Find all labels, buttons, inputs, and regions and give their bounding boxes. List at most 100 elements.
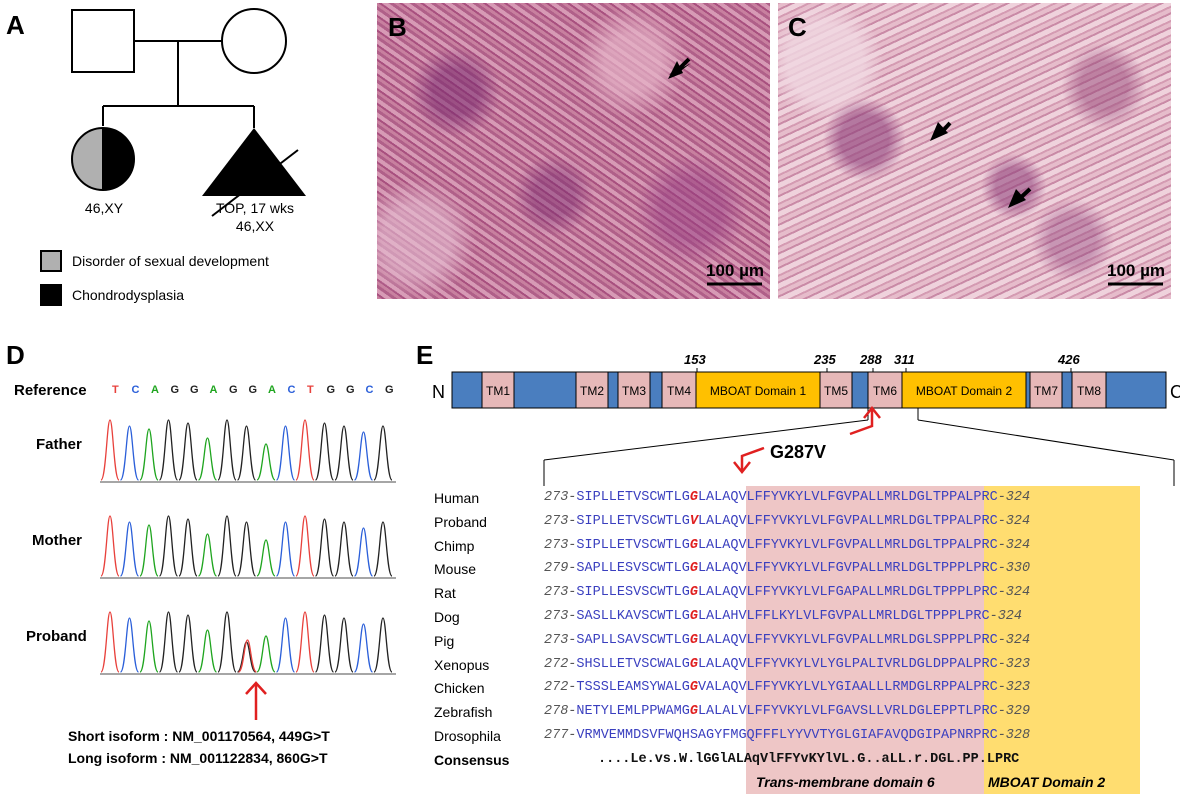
tm6-shading [746,486,984,794]
panel-label-a: A [6,10,25,40]
trace-peak [256,635,276,673]
trace-peak [334,425,354,481]
row-label-father: Father [36,436,82,453]
alignment-mb: MRLDGLTPPALPRC [884,513,998,529]
alignment-end: -323 [997,680,1031,696]
trace-peak [295,611,315,673]
panel-label-e: E [416,340,434,370]
species-label: Zebrafish [434,704,493,721]
alignment-tm: LALAQVLFFYVKYLVLFGVPALL [697,513,885,529]
trace-peak [295,515,315,577]
trace-peak [100,515,120,577]
alignment-mut: G [689,680,698,696]
trace-peak [158,419,179,481]
alignment-tm: LALAHVLFFLKYLVLFGVPALL [697,609,877,624]
alignment-mb: LRMDGLRPPALPRC [884,680,998,696]
alignment-tm: LALAQVLFFYVKYLVLFGVPALL [697,632,885,648]
alignment-pre: SIPLLETVSCWTLG [576,537,690,553]
alignment-end: -324 [997,537,1031,553]
species-label: Chimp [434,537,475,554]
alignment-end: -329 [997,704,1031,720]
alignment-tm: LALAQVLFFYVKYLVLYGLPALI [697,656,885,672]
father-square [71,9,135,73]
trace-peak [119,425,140,481]
row-label-proband: Proband [26,628,87,645]
alignment-start: 272- [544,656,577,672]
alignment-start: 273- [544,609,577,624]
trace-peak [139,428,159,481]
alignment-row: 272-TSSSLEAMSYWALGGVALAQVLFFYVKYLVLYGIAA… [544,680,1030,695]
panel-label-b: B [388,12,407,42]
alignment-pre: SAPLLESVSCWTLG [576,561,690,577]
trace-peak [314,422,335,481]
trace-peak [119,521,140,577]
alignment-start: 278- [544,704,577,720]
trace-peak [314,518,335,577]
reference-base: G [248,384,258,396]
deceased-slash [211,149,299,217]
alignment-start: 279- [544,561,577,577]
trace-peak [217,611,237,673]
reference-base: C [287,384,296,396]
trace-peak [334,521,354,577]
position-288: 288 [859,352,882,367]
reference-base: G [190,384,199,396]
trace-peak [139,524,159,577]
legend-item-chondro: Chondrodysplasia [40,284,184,306]
species-label: Human [434,490,480,506]
chromatogram-traces [100,419,396,675]
alignment-mb: MRLDGLSPPPLPRC [884,632,998,648]
domain-label-mboat2: MBOAT Domain 2 [988,774,1106,790]
alignment-end: -324 [997,490,1031,505]
mutation-label: G287V [770,442,826,462]
trace-peak [178,422,198,481]
alignment-start: 277- [544,728,577,743]
species-label: Chicken [434,680,485,697]
segment-tm6: TM6 [873,384,897,398]
alignment-mb: MRLDGLTPPALPRC [884,490,998,505]
trace-peak [100,419,120,481]
mother-circle [221,8,287,74]
position-311: 311 [894,352,915,367]
reference-base: A [209,384,218,396]
reference-base: C [365,384,374,396]
segment-tm7: TM7 [1034,384,1058,398]
alignment-start: 273- [544,632,577,648]
alignment-mb: MRLDGLTPPPLPRC [884,561,998,577]
trace-peak [373,617,393,673]
segment-mboat2: MBOAT Domain 2 [916,384,1013,398]
trace-peak [119,617,140,673]
trace-peak [256,539,276,577]
scale-label-c: 100 µm [1107,261,1165,280]
trace-peak [237,639,258,673]
sibling-karyotype: 46,XX [235,218,275,234]
legend-item-dsd: Disorder of sexual development [40,250,269,272]
alignment-pre: NETYLEMLPPWAMG [576,704,690,720]
species-label: Xenopus [434,656,490,673]
alignment-mut: G [689,609,698,624]
alignment-mut: G [689,704,698,720]
proband-circle-left [72,128,103,190]
trace-peak [197,629,218,673]
row-label-mother: Mother [32,532,82,549]
alignment-row: 273-SIPLLETVSCWTLGGLALAQVLFFYVKYLVLFGVPA… [544,538,1030,553]
position-235: 235 [813,352,836,367]
alignment-row: 273-SIPLLETVSCWTLGGLALAQVLFFYVKYLVLFGVPA… [544,490,1030,505]
reference-base: T [112,384,119,396]
alignment-mut: G [689,632,698,648]
species-label: Proband [434,513,487,530]
mutation-arrow-icon [849,410,874,436]
trace-peak [373,521,393,577]
scale-label-b: 100 µm [706,261,764,280]
trace-peak [353,431,374,481]
segment-tm4: TM4 [667,384,691,398]
trace-peak [275,425,296,481]
reference-label: Reference [14,382,87,399]
alignment-pre: SAPLLSAVSCWTLG [576,632,690,648]
alignment-mb: VRLDGLEPPTLPRC [884,704,998,720]
species-label: Pig [434,632,455,649]
alignment-pre: TSSSLEAMSYWALG [576,680,690,696]
domain-label-tm6: Trans-membrane domain 6 [756,774,935,790]
trace-peak [197,533,218,577]
trace-peak [100,611,120,673]
